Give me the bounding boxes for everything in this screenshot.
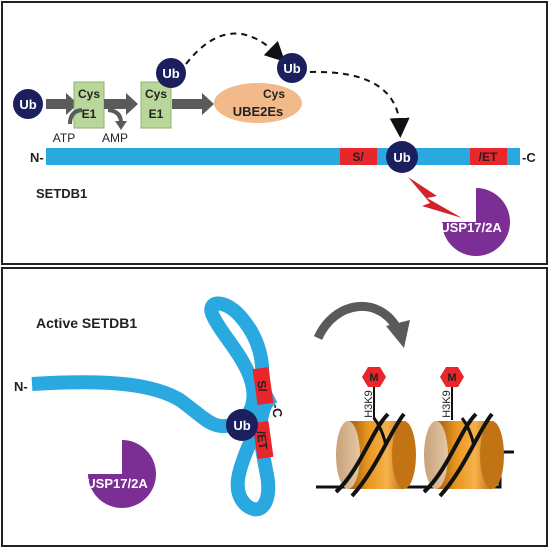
ub-label-free: Ub: [19, 97, 36, 112]
ub-label-setdb1: Ub: [393, 150, 410, 165]
arrow-e1-to-e2: [172, 93, 214, 115]
segment-et-bottom: /ET: [252, 421, 274, 459]
e1-label-2: E1: [149, 107, 164, 121]
methyl-mark-2: [440, 367, 464, 387]
ube2es-label: UBE2Es: [233, 104, 284, 119]
ub-label-active: Ub: [233, 418, 250, 433]
h3k9-label-1: H3K9: [363, 390, 375, 418]
segment-s-top: S/: [340, 148, 377, 165]
c-terminus-label-bottom: -C: [268, 403, 285, 420]
ub-label-e2: Ub: [283, 61, 300, 76]
active-setdb1-title: Active SETDB1: [36, 315, 137, 331]
segment-s-label-bottom: S/: [254, 380, 270, 394]
activity-curved-arrow: [313, 302, 402, 341]
ub-label-e1: Ub: [162, 66, 179, 81]
e1-label-1: E1: [82, 107, 97, 121]
usp17-2a-top: USP17/2A: [440, 188, 510, 256]
segment-s-bottom: S/: [252, 367, 274, 405]
ubiquitin-on-e1: Ub: [156, 58, 186, 88]
e1-enzyme-2: Cys E1: [140, 81, 172, 129]
amp-label: AMP: [102, 131, 128, 145]
segment-et-label-bottom: /ET: [254, 430, 271, 451]
cys-label-e2: Cys: [263, 87, 285, 101]
usp17-label-top: USP17/2A: [440, 220, 502, 235]
top-panel-frame: [1, 1, 548, 265]
atp-in-arrow: [68, 108, 83, 125]
bottom-panel-frame: [1, 267, 548, 547]
ube2es-enzyme: Cys UBE2Es: [214, 83, 302, 123]
setdb1-label: SETDB1: [36, 186, 87, 201]
nucleosome-2: [422, 412, 504, 498]
cys-label-1: Cys: [78, 87, 100, 101]
ubiquitin-on-setdb1: Ub: [386, 141, 418, 173]
n-terminus-label-top: N-: [30, 150, 44, 165]
nucleosome-1: [334, 412, 416, 498]
dashed-transfer-to-e2: [185, 32, 286, 65]
methyl-label-2: M: [447, 372, 456, 384]
ubiquitin-on-active-setdb1: Ub: [226, 409, 258, 441]
atp-label: ATP: [53, 131, 75, 145]
setdb1-bar: [46, 148, 520, 165]
cleavage-lightning-icon: [408, 177, 462, 218]
n-terminus-label-bottom: N-: [14, 379, 28, 394]
methyl-mark-1: [362, 367, 386, 387]
h3k9-label-2: H3K9: [441, 390, 453, 418]
ubiquitin-on-e2: Ub: [277, 53, 307, 83]
dashed-transfer-to-setdb1: [309, 70, 410, 138]
usp17-2a-bottom: USP17/2A: [86, 440, 156, 508]
setdb1-folded-ribbon: [31, 296, 278, 517]
cys-label-2: Cys: [145, 87, 167, 101]
amp-arrowhead: [115, 121, 127, 130]
h3k9-tail-2: M H3K9: [440, 367, 464, 420]
h3k9-tail-1: M H3K9: [362, 367, 386, 420]
segment-et-label-top: /ET: [479, 150, 498, 164]
e1-enzyme-1: Cys E1: [73, 81, 105, 129]
arrow-e1-to-e1: [104, 93, 138, 115]
c-terminus-label-top: -C: [522, 150, 536, 165]
activity-arrowhead: [386, 320, 410, 348]
segment-s-label-top: S/: [352, 150, 364, 164]
ubiquitin-free: Ub: [13, 89, 43, 119]
methyl-label-1: M: [369, 372, 378, 384]
segment-et-top: /ET: [470, 148, 507, 165]
usp17-label-bottom: USP17/2A: [86, 476, 148, 491]
arrow-ub-to-e1: [46, 93, 78, 115]
